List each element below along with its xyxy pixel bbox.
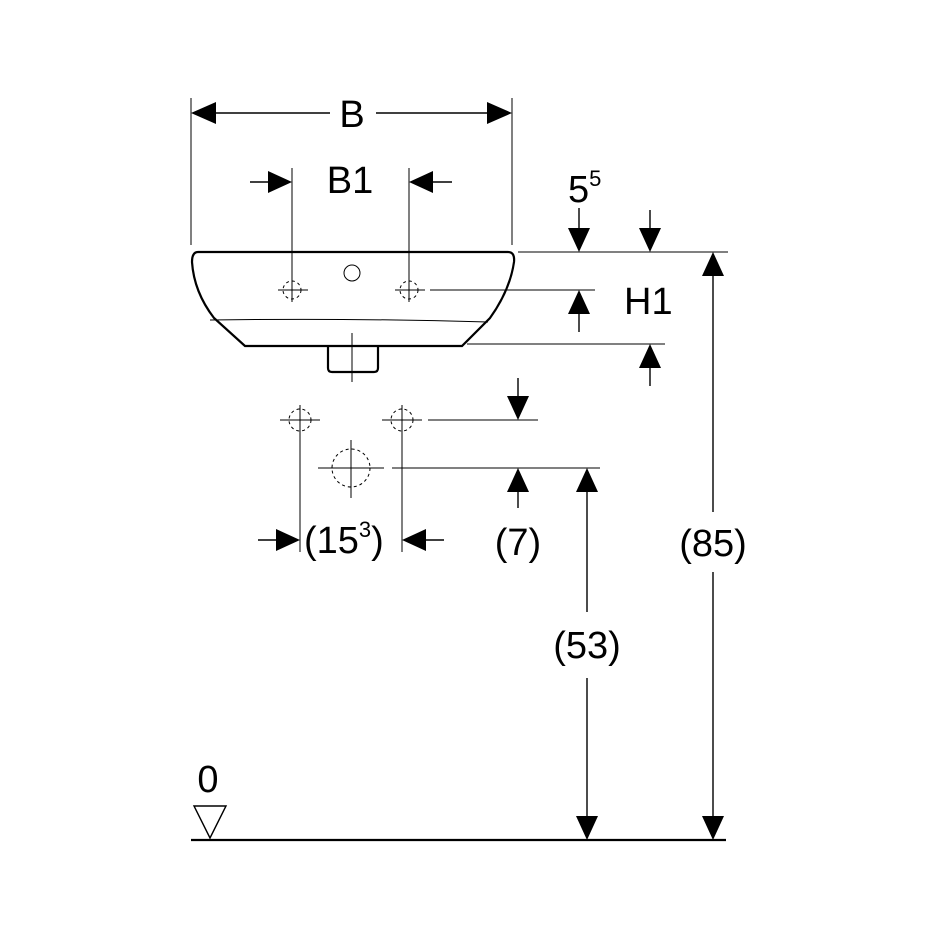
hole-height-label: H1 [624,281,673,323]
supply-connection-left [280,405,320,552]
rim-thickness-dimension: 55 [568,166,661,252]
supply-spacing-superscript: 3 [359,517,371,542]
supply-spacing-dimension: (153) [258,517,444,562]
underside-dimension [639,344,661,386]
supply-spacing-label: (153) [304,517,384,562]
drain-height-label: (53) [553,625,621,667]
washbasin-outline [190,250,516,382]
drain-height-dimension: (53) [553,468,621,840]
rim-thickness-superscript: 5 [589,166,601,191]
floor-level-marker: 0 [192,759,228,840]
supply-connection-right [382,405,422,552]
supply-offset-label: (7) [495,522,541,564]
floor-level-label: 0 [197,759,218,801]
hole-spacing-dimension: B1 [250,160,452,272]
overflow-hole [343,264,361,282]
hole-height-dimension: H1 [568,281,673,332]
rim-height-dimension: (85) [679,252,747,840]
hole-spacing-label: B1 [327,160,373,202]
width-dimension: B [190,94,513,245]
supply-offset-dimension: (7) [495,378,541,564]
width-label: B [339,94,364,136]
tap-hole-right [395,272,425,302]
tap-hole-left [278,272,308,302]
rim-thickness-label: 55 [568,166,601,211]
drain-connection [318,440,384,498]
rim-height-label: (85) [679,523,747,565]
